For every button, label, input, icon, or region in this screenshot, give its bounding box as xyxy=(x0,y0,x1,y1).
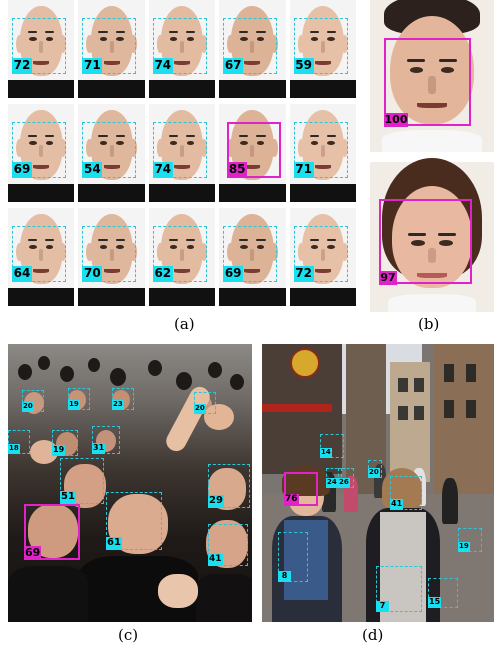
face-detection-box xyxy=(92,426,120,454)
score-label: 29 xyxy=(208,495,224,508)
score-label: 85 xyxy=(227,162,248,178)
score-label: 18 xyxy=(8,444,20,454)
score-label: 51 xyxy=(60,491,76,504)
score-label: 24 xyxy=(326,478,338,488)
caption-a: (a) xyxy=(174,315,195,333)
score-label: 74 xyxy=(152,58,173,74)
score-label: 7 xyxy=(376,601,390,612)
face-detection-box xyxy=(106,492,162,550)
face-detection-box xyxy=(293,18,348,74)
expression-face xyxy=(219,104,286,202)
score-label: 71 xyxy=(82,58,103,74)
score-label: 59 xyxy=(293,58,314,74)
face-detection-box xyxy=(376,566,422,612)
face-detection-box xyxy=(223,18,278,74)
expression-face xyxy=(148,208,216,306)
face-detection-box xyxy=(320,434,344,458)
score-label: 61 xyxy=(106,537,122,550)
expression-face xyxy=(148,104,216,202)
face-detection-box xyxy=(390,476,422,510)
expression-face xyxy=(8,104,75,202)
best-face-box xyxy=(284,472,318,506)
score-label: 19 xyxy=(68,400,80,410)
score-label: 69 xyxy=(12,162,32,178)
panel-b-average-faces: 100 97 xyxy=(370,0,494,312)
score-label: 70 xyxy=(82,266,103,282)
best-face-box xyxy=(227,122,282,178)
face-detection-box xyxy=(82,226,137,282)
expression-face xyxy=(8,208,75,306)
score-label: 71 xyxy=(293,162,314,178)
score-label: 31 xyxy=(92,443,106,454)
score-label: 72 xyxy=(12,58,32,74)
panel-a-face-grid: 72 71 74 67 59 69 54 74 85 71 64 70 62 69 72 xyxy=(8,0,360,312)
face-detection-box xyxy=(293,122,348,178)
score-label: 100 xyxy=(384,113,408,127)
expression-face xyxy=(8,0,75,98)
face-detection-box xyxy=(82,122,137,178)
score-label: 19 xyxy=(52,445,66,456)
face-detection-box xyxy=(152,226,207,282)
face-detection-box xyxy=(152,122,207,178)
score-label: 64 xyxy=(12,266,32,282)
average-face-female xyxy=(370,158,494,312)
score-label: 26 xyxy=(338,478,350,488)
score-label: 20 xyxy=(368,468,380,478)
expression-face xyxy=(219,208,286,306)
score-label: 62 xyxy=(152,266,173,282)
face-detection-box xyxy=(208,524,248,566)
expression-face xyxy=(78,0,145,98)
best-face-box xyxy=(24,504,80,560)
score-label: 76 xyxy=(284,494,299,506)
face-detection-box xyxy=(458,528,482,552)
face-detection-box xyxy=(12,122,66,178)
panel-c-crowd-photo xyxy=(8,344,252,622)
score-label: 15 xyxy=(428,597,442,608)
face-detection-box xyxy=(60,458,104,504)
score-label: 14 xyxy=(320,448,332,458)
face-detection-box xyxy=(12,18,66,74)
score-label: 8 xyxy=(278,571,292,582)
face-detection-box xyxy=(12,226,66,282)
face-detection-box xyxy=(278,532,308,582)
face-detection-box xyxy=(152,18,207,74)
score-label: 69 xyxy=(24,546,42,560)
score-label: 67 xyxy=(223,58,244,74)
score-label: 20 xyxy=(22,402,34,412)
expression-face xyxy=(78,104,145,202)
score-label: 41 xyxy=(208,554,223,566)
caption-d: (d) xyxy=(362,626,384,644)
face-detection-box xyxy=(293,226,348,282)
average-face-male xyxy=(370,0,494,152)
face-detection-box xyxy=(82,18,137,74)
caption-c: (c) xyxy=(118,626,139,644)
expression-face xyxy=(289,208,356,306)
score-label: 41 xyxy=(390,499,404,510)
score-label: 20 xyxy=(194,404,206,414)
score-label: 72 xyxy=(293,266,314,282)
expression-face xyxy=(78,208,145,306)
panel-c-detections: 20 19 23 18 20 19 31 51 29 61 69 41 xyxy=(8,344,252,622)
expression-face xyxy=(148,0,216,98)
face-detection-box xyxy=(223,226,278,282)
face-detection-box xyxy=(428,578,458,608)
score-label: 74 xyxy=(152,162,173,178)
score-label: 19 xyxy=(458,542,470,552)
detection-box-female-average xyxy=(379,199,472,284)
score-label: 97 xyxy=(379,271,397,285)
caption-b: (b) xyxy=(418,315,440,333)
score-label: 54 xyxy=(82,162,103,178)
score-label: 69 xyxy=(223,266,244,282)
face-detection-box xyxy=(208,464,250,508)
detection-box-male-average xyxy=(384,38,471,126)
score-label: 23 xyxy=(112,400,124,410)
